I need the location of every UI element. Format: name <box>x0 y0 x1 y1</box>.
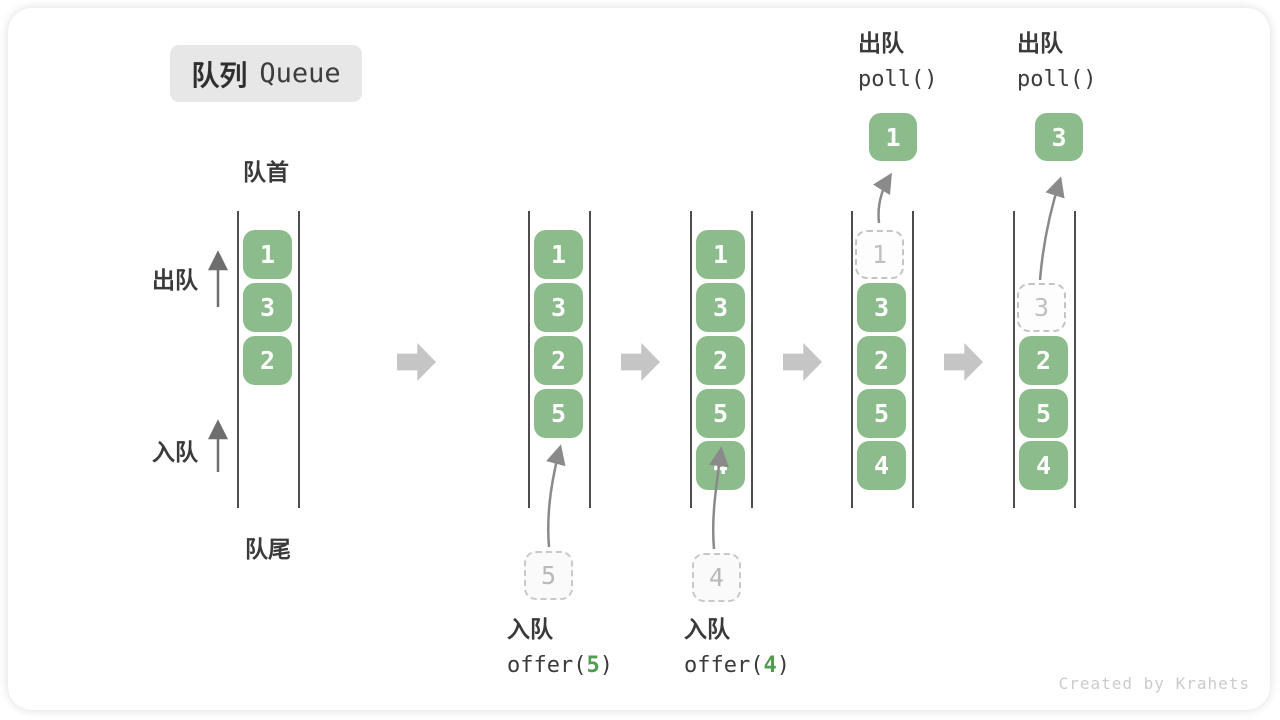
queue-wall-left <box>528 211 530 508</box>
queue-item: 2 <box>857 336 906 385</box>
code-post: ) <box>776 653 790 678</box>
queue-wall-left <box>851 211 853 508</box>
queue-item: 4 <box>1019 441 1068 490</box>
queue-wall-right <box>589 211 591 508</box>
queue-item: 3 <box>243 283 292 332</box>
queue-item: 5 <box>1019 389 1068 438</box>
queue-item: 2 <box>1019 336 1068 385</box>
queue-wall-left <box>690 211 692 508</box>
caption-enqueue-4: 入队 offer(4) <box>684 612 790 684</box>
label-queue-rear: 队尾 <box>245 537 291 563</box>
queue-item: 5 <box>696 389 745 438</box>
popped-item: 1 <box>869 113 917 161</box>
credit-text: Created by Krahets <box>1058 674 1250 693</box>
caption-enqueue-5-code: offer(5) <box>507 648 613 684</box>
queue-wall-right <box>298 211 300 508</box>
caption-poll-a: 出队 poll() <box>858 26 937 98</box>
queue-wall-right <box>751 211 753 508</box>
queue-item: 4 <box>696 441 745 490</box>
code-pre: offer( <box>684 653 764 678</box>
caption-poll-a-code: poll() <box>858 67 938 92</box>
queue-item: 3 <box>696 283 745 332</box>
queue-wall-right <box>1074 211 1076 508</box>
queue-item: 3 <box>534 283 583 332</box>
queue-wall-left <box>237 211 239 508</box>
queue-wall-right <box>912 211 914 508</box>
label-queue-front: 队首 <box>243 160 289 186</box>
queue-item: 2 <box>696 336 745 385</box>
incoming-item: 5 <box>524 551 573 600</box>
ghost-item: 3 <box>1017 283 1066 332</box>
queue-wall-left <box>1013 211 1015 508</box>
caption-poll-b-label: 出队 <box>1017 31 1063 57</box>
caption-poll-b-code: poll() <box>1017 67 1097 92</box>
caption-poll-a-label: 出队 <box>858 31 904 57</box>
queue-item: 1 <box>243 230 292 279</box>
title-badge: 队列 Queue <box>170 45 362 102</box>
queue-item: 1 <box>696 230 745 279</box>
caption-enqueue-4-label: 入队 <box>684 617 730 643</box>
incoming-item: 4 <box>692 553 741 602</box>
code-arg: 5 <box>586 653 600 678</box>
queue-item: 4 <box>857 441 906 490</box>
popped-item: 3 <box>1035 113 1083 161</box>
caption-enqueue-5-label: 入队 <box>507 617 553 643</box>
code-arg: 4 <box>763 653 777 678</box>
title-zh: 队列 <box>191 58 248 92</box>
caption-enqueue-4-code: offer(4) <box>684 648 790 684</box>
queue-item: 2 <box>534 336 583 385</box>
queue-item: 1 <box>534 230 583 279</box>
title-en: Queue <box>259 58 341 89</box>
ghost-item: 1 <box>855 230 904 279</box>
queue-item: 3 <box>857 283 906 332</box>
caption-poll-b: 出队 poll() <box>1017 26 1096 98</box>
code-post: ) <box>599 653 613 678</box>
code-pre: offer( <box>507 653 587 678</box>
queue-item: 5 <box>857 389 906 438</box>
caption-enqueue-5: 入队 offer(5) <box>507 612 613 684</box>
label-enqueue: 入队 <box>152 440 198 466</box>
label-dequeue: 出队 <box>152 268 198 294</box>
queue-item: 5 <box>534 389 583 438</box>
queue-item: 2 <box>243 336 292 385</box>
